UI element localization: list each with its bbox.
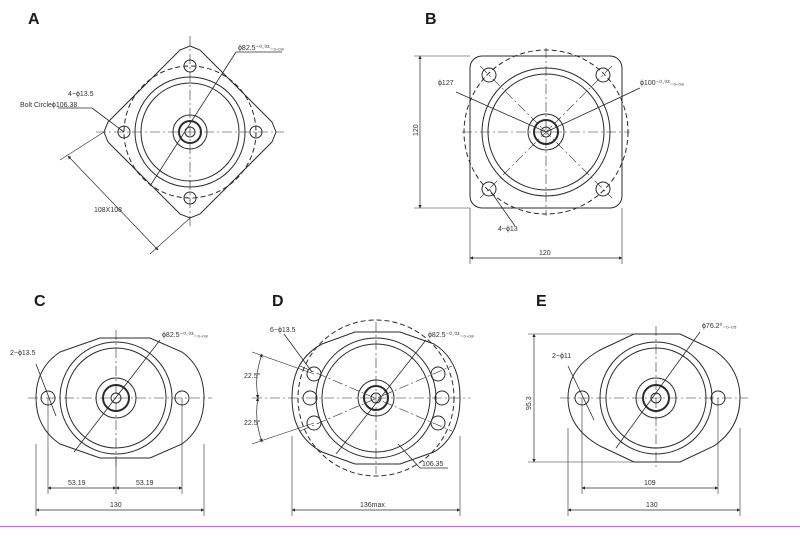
flange-d-angle-top-label: 22.5° (244, 372, 261, 380)
flange-c-title: C (34, 293, 46, 310)
flange-d: D 6−ϕ13.5 ϕ82.5⁻⁰·⁰³₋₀.₀₈ 22.5° 22.5° 10 (244, 293, 474, 516)
flange-a-pilot-leader (149, 51, 237, 187)
flange-d-hole-6 (430, 415, 446, 431)
flange-a-holes-label: 4−ϕ13.5 (68, 91, 94, 98)
flange-a: A ϕ82.5⁻⁰·⁰³₋₀.₀₈ 4−ϕ13.5 Bolt Circleϕ10… (20, 11, 284, 255)
flange-a-ext-bottom (149, 217, 191, 255)
flange-d-holes-leader (283, 333, 313, 373)
flange-b-hole-br (595, 181, 611, 197)
flange-a-ext-left (59, 131, 105, 161)
flange-b-hole-tr (595, 67, 611, 83)
flange-d-angle-arc-top (255, 353, 263, 399)
flange-d-diag-2 (299, 365, 453, 432)
flange-b-hub (527, 113, 565, 151)
flange-c-holes-leader (35, 363, 57, 417)
flange-d-angle-arc-bottom (255, 397, 263, 443)
flange-d-outline (291, 331, 461, 465)
flange-c: C 2−ϕ13.5 ϕ82.5⁻⁰·⁰³₋₀.₀₈ 53.19 53.19 13… (10, 293, 212, 516)
flange-e-pilot-leader (615, 331, 701, 449)
flange-b-pilot-leader (545, 87, 641, 133)
flange-a-size-label: 108X108 (94, 207, 122, 214)
flange-e-hole-span-label: 109 (644, 480, 656, 487)
flange-d-hole-3 (306, 415, 322, 431)
flange-e-holes-label: 2−ϕ11 (552, 353, 571, 360)
flange-c-half-right-label: 53.19 (136, 480, 154, 487)
flange-d-angle-bottom-label: 22.5° (244, 419, 261, 427)
flange-b-holes-leader (488, 188, 516, 227)
flange-d-bolt-leader (397, 443, 421, 469)
flange-b-outer-leader (455, 91, 547, 133)
flange-d-pilot-label: ϕ82.5⁻⁰·⁰³₋₀.₀₈ (428, 331, 474, 339)
flange-b-hole-tl (481, 67, 497, 83)
flange-b-outer-label: ϕ127 (438, 80, 454, 87)
flange-d-pilot-leader (335, 339, 427, 455)
flange-c-pilot-leader (73, 339, 161, 453)
flange-d-width-label: 136max (360, 502, 385, 509)
flange-b-height-label: 120 (413, 124, 420, 136)
flange-d-diag-1 (299, 365, 453, 432)
flange-e-holes-leader (567, 365, 595, 421)
flange-b-holes-label: 4−ϕ13 (498, 226, 518, 233)
flange-e-outline (567, 333, 741, 463)
flange-d-title: D (272, 293, 284, 310)
flange-e-pilot-label: ϕ76.2⁰₋₀.₀₅ (702, 322, 737, 330)
flange-a-title: A (28, 11, 40, 28)
flange-c-half-left-label: 53.19 (68, 480, 86, 487)
flange-d-hole-4 (430, 366, 446, 382)
footer-divider (0, 526, 800, 527)
flange-a-pilot-label: ϕ82.5⁻⁰·⁰³₋₀.₀₈ (238, 44, 284, 52)
flange-e: E ϕ76.2⁰₋₀.₀₅ 2−ϕ11 95.3 109 130 (526, 293, 748, 516)
flange-b-width-label: 120 (539, 250, 551, 257)
flange-a-size-dim (67, 155, 159, 251)
flange-a-bolt-circle (123, 65, 257, 199)
flange-b: B ϕ127 ϕ100⁻⁰·⁰³₋₀.₀₈ 4−ϕ13 120 120 (413, 11, 684, 264)
flange-e-width-label: 130 (646, 502, 658, 509)
flange-d-hole-1 (306, 366, 322, 382)
flange-b-title: B (425, 11, 437, 28)
flange-drawings-svg: A ϕ82.5⁻⁰·⁰³₋₀.₀₈ 4−ϕ13.5 Bolt Circleϕ10… (10, 11, 748, 516)
flange-c-pilot-label: ϕ82.5⁻⁰·⁰³₋₀.₀₈ (162, 331, 208, 339)
flange-b-pilot-label: ϕ100⁻⁰·⁰³₋₀.₀₈ (640, 79, 684, 87)
flange-d-bolt-label: 106.35 (422, 461, 444, 468)
flange-b-hole-bl (481, 181, 497, 197)
flange-d-holes-label: 6−ϕ13.5 (270, 327, 296, 334)
flange-c-width-label: 130 (110, 502, 122, 509)
flange-e-height-label: 95.3 (526, 396, 533, 410)
flange-a-bolt-circle-label: Bolt Circleϕ106.38 (20, 102, 77, 109)
flange-e-title: E (536, 293, 547, 310)
flange-a-holes-leader (91, 107, 125, 133)
flange-c-holes-label: 2−ϕ13.5 (10, 350, 36, 357)
